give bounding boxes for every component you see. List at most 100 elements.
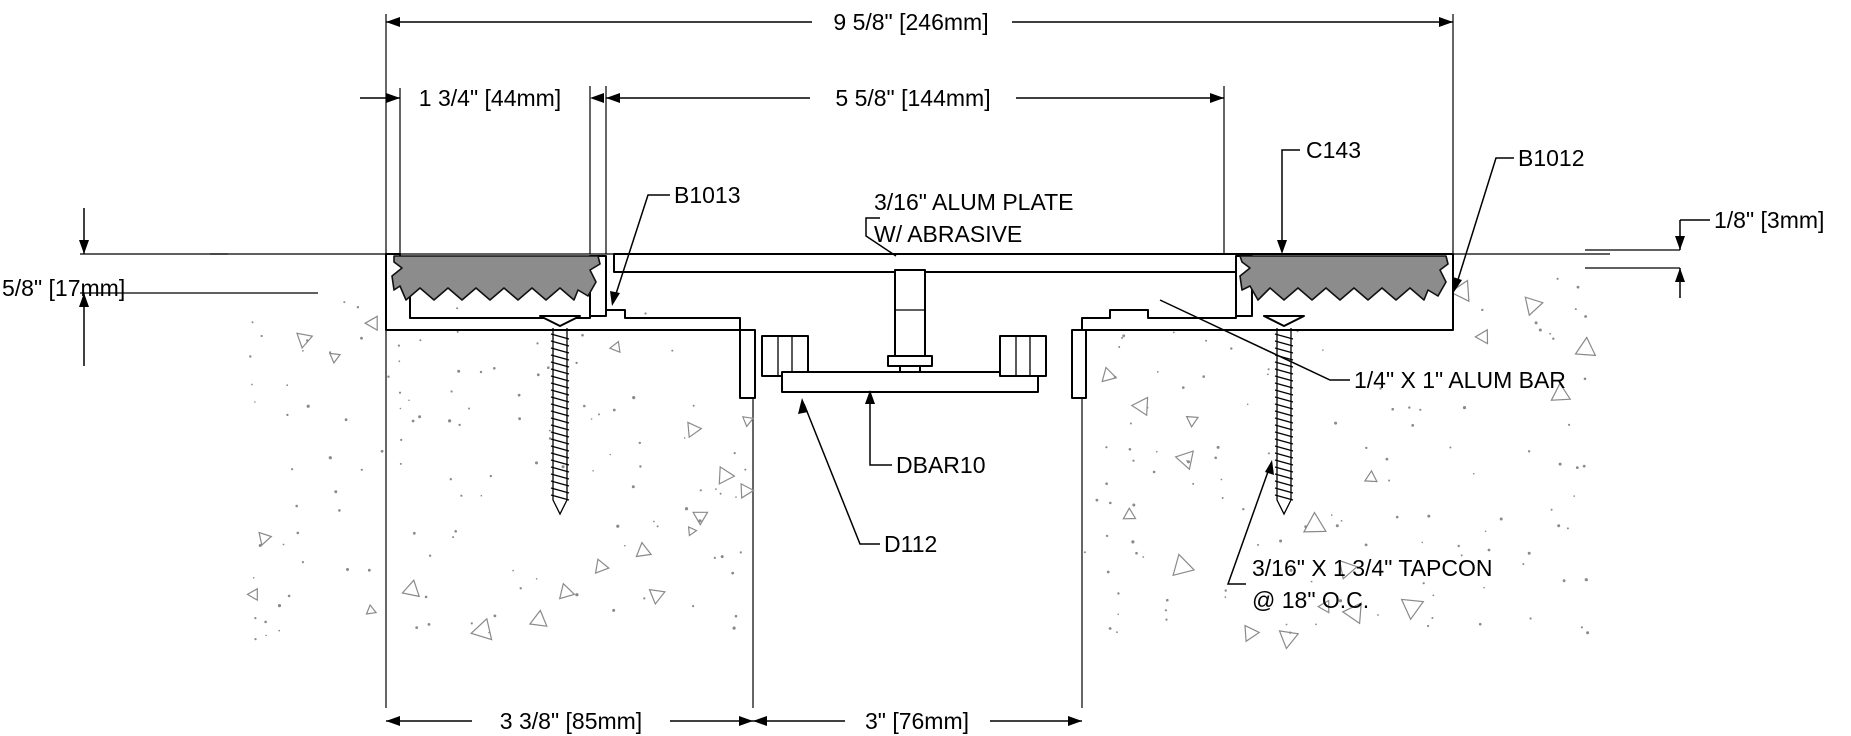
concrete-dot — [412, 531, 416, 535]
concrete-dot — [536, 373, 540, 377]
screw-thread — [550, 445, 570, 452]
screw-thread — [1274, 347, 1294, 354]
concrete-dot — [1214, 456, 1217, 460]
concrete-dot — [295, 504, 299, 508]
concrete-dot — [1568, 423, 1571, 426]
concrete-aggregate — [401, 579, 421, 598]
concrete-dot — [427, 623, 431, 626]
dim-flange-width-label: 1 3/4" [44mm] — [419, 85, 561, 111]
dim-flange-width: 1 3/4" [44mm] — [360, 85, 604, 254]
concrete-dot — [398, 360, 401, 363]
concrete-dot — [684, 507, 689, 511]
concrete-dot — [1566, 527, 1569, 530]
tapcon-left — [539, 315, 581, 516]
concrete-dot — [450, 390, 453, 393]
concrete-dot — [277, 604, 282, 608]
concrete-dot — [1431, 617, 1434, 619]
concrete-dot — [699, 489, 702, 492]
concrete-dot — [399, 462, 402, 465]
concrete-dot — [1220, 478, 1223, 481]
concrete-dot — [1285, 623, 1288, 626]
concrete-aggregate — [608, 340, 621, 354]
screw-thread — [550, 410, 570, 417]
screw-thread — [550, 375, 570, 382]
concrete-aggregate — [1400, 598, 1425, 621]
concrete-dot — [1310, 580, 1313, 583]
concrete-dot — [692, 404, 695, 407]
concrete-dot — [457, 369, 461, 373]
screw-thread — [550, 431, 570, 438]
concrete-dot — [1117, 592, 1120, 595]
callout-b1013: B1013 — [610, 182, 741, 306]
callout-c143: C143 — [1277, 137, 1361, 254]
screw-thread — [1274, 438, 1294, 445]
screw-thread — [1274, 424, 1294, 431]
concrete-dot — [1257, 543, 1259, 546]
callout-dbar10: DBAR10 — [865, 390, 985, 478]
concrete-dot — [1499, 517, 1503, 521]
callout-dbar10-label: DBAR10 — [896, 452, 985, 478]
concrete-dot — [1131, 540, 1135, 544]
screw-thread — [1274, 403, 1294, 410]
concrete-dot — [343, 301, 346, 304]
dim-overall-width-label: 9 5/8" [246mm] — [833, 9, 988, 35]
concrete-dot — [732, 626, 736, 630]
concrete-dot — [1135, 551, 1138, 555]
concrete-dot — [460, 494, 463, 497]
screw-thread — [1274, 452, 1294, 459]
concrete-dot — [734, 614, 738, 618]
right-lower-leg — [999, 335, 1047, 377]
concrete-dot — [1484, 530, 1487, 533]
concrete-dot — [1584, 578, 1588, 582]
concrete-dot — [1132, 503, 1136, 507]
callout-b1012: B1012 — [1453, 145, 1585, 292]
concrete-dot — [535, 461, 538, 465]
screw-thread — [1274, 368, 1294, 375]
concrete-dot — [1192, 482, 1195, 485]
concrete-dot — [1427, 514, 1431, 518]
concrete-dot — [1557, 524, 1561, 528]
concrete-dot — [644, 312, 647, 315]
concrete-dot — [536, 342, 539, 345]
screw-thread — [1274, 410, 1294, 417]
callout-d112: D112 — [798, 398, 937, 557]
concrete-dot — [449, 478, 452, 481]
concrete-dot — [1408, 406, 1411, 409]
concrete-dot — [328, 456, 332, 460]
callout-c143-label: C143 — [1306, 137, 1361, 163]
concrete-dot — [1527, 551, 1531, 555]
concrete-aggregate — [528, 609, 548, 627]
concrete-dot — [356, 306, 360, 309]
concrete-dot — [616, 524, 620, 528]
concrete-dot — [489, 474, 492, 478]
concrete-dot — [1267, 373, 1269, 376]
concrete-dot — [512, 569, 514, 572]
concrete-dot — [254, 401, 256, 403]
concrete-dot — [470, 622, 473, 625]
concrete-dot — [254, 638, 257, 641]
concrete-dot — [1388, 479, 1391, 482]
concrete-aggregate — [1524, 296, 1544, 317]
concrete-dot — [1483, 586, 1485, 589]
concrete-dot — [1552, 337, 1555, 340]
concrete-dot — [548, 429, 551, 432]
screw-thread — [1274, 333, 1294, 340]
concrete-dot — [1335, 524, 1339, 528]
concrete-dot — [1109, 501, 1112, 505]
concrete-dot — [517, 393, 521, 397]
concrete-dot — [278, 629, 281, 632]
concrete-dot — [456, 307, 459, 310]
concrete-aggregate — [1185, 415, 1200, 428]
concrete-dot — [731, 571, 735, 575]
concrete-dot — [735, 496, 737, 498]
concrete-dot — [1391, 407, 1394, 411]
concrete-dot — [1427, 624, 1430, 628]
concrete-dot — [286, 413, 289, 417]
concrete-dot — [488, 631, 490, 634]
screw-thread — [550, 452, 570, 459]
concrete-dot — [656, 525, 659, 528]
dim-depth-label: 5/8" [17mm] — [2, 275, 125, 301]
concrete-aggregate — [558, 582, 576, 600]
callout-alum-plate: 3/16" ALUM PLATE W/ ABRASIVE — [865, 189, 1074, 257]
concrete-dot — [548, 437, 552, 440]
